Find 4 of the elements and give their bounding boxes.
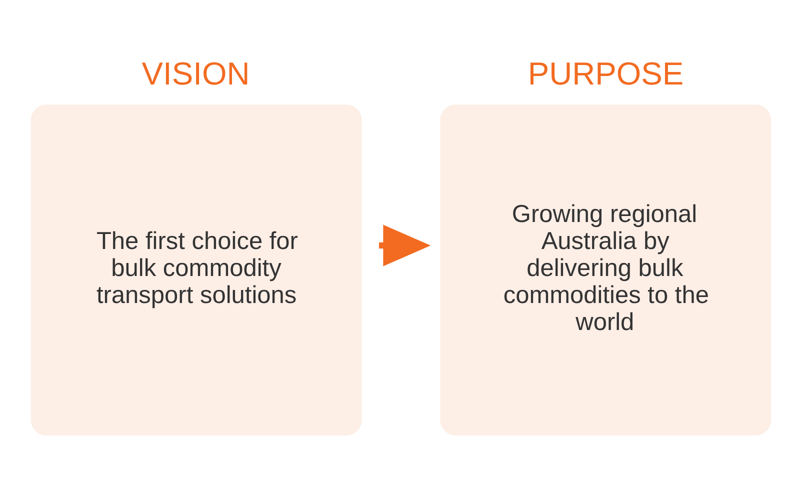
- node-box: The first choice for bulk commodity transport solutions: [30, 104, 362, 436]
- node-box: Growing regional Australia by delivering bulk commodities to the world: [440, 104, 772, 436]
- node-label: VISION: [142, 56, 250, 92]
- node-label: PURPOSE: [528, 56, 684, 92]
